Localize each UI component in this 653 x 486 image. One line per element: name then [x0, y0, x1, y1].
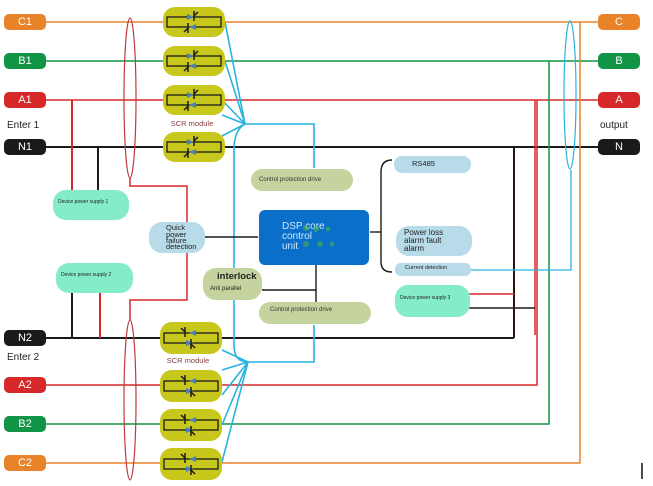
dsp-core-control-unit: DSP core control unit: [259, 210, 369, 265]
terminal-n1-label: N1: [18, 141, 32, 153]
scr-module-b1: [162, 45, 226, 77]
power-loss-alarm-fault-alarm: Power loss alarm fault alarm: [396, 226, 472, 256]
output-label: output: [600, 120, 628, 131]
terminal-b-out: [598, 53, 640, 69]
interlock-subtitle: Anti parallel: [210, 286, 241, 292]
qpfd-line-1: Quick: [166, 223, 185, 232]
terminal-a1: [4, 92, 46, 108]
terminal-b1: [4, 53, 46, 69]
scr-modules-input-2: SCR module: [159, 321, 223, 481]
terminal-c-out: [598, 14, 640, 30]
terminal-a2-label: A2: [18, 379, 31, 391]
quick-failure-sense-wire-top: [129, 178, 188, 222]
input1-current-sensor: [123, 17, 137, 179]
interlock-anti-parallel: interlock Anti parallel: [203, 268, 262, 300]
device-power-supply-1-label: Device power supply 1: [58, 199, 109, 205]
qpfd-line-3: failure: [166, 236, 186, 245]
current-detection-label: Current detection: [405, 265, 447, 271]
terminal-b2-label: B2: [18, 418, 31, 430]
terminal-a-out: [598, 92, 640, 108]
device-power-supply-3: Device power supply 3: [395, 285, 470, 317]
dsp-blur-marks: [303, 225, 335, 247]
device-power-supply-3-label: Device power supply 3: [400, 295, 451, 301]
terminal-c2: [4, 455, 46, 471]
terminal-n-out-label: N: [615, 141, 623, 153]
terminal-b1-label: B1: [18, 55, 31, 67]
terminal-c1-label: C1: [18, 16, 32, 28]
terminal-n1: [4, 139, 46, 155]
input-2-terminals: N2 Enter 2 A2 B2 C2: [4, 330, 46, 471]
terminal-c-out-label: C: [615, 16, 623, 28]
input-1-label: Enter 1: [7, 120, 40, 131]
terminal-c2-label: C2: [18, 457, 32, 469]
scr-module-a1: [162, 84, 226, 116]
rs485-label: RS485: [412, 159, 435, 168]
quick-failure-sense-wire-bottom: [129, 250, 188, 320]
control-protection-drive-bottom-label: Control protection drive: [270, 307, 333, 313]
terminal-b-out-label: B: [615, 55, 622, 67]
power-loss-line-1: Power loss: [404, 228, 443, 237]
scr-module-c2: [159, 447, 223, 481]
scr-module-b2: [159, 408, 223, 442]
device-power-supply-1: Device power supply 1: [53, 190, 129, 220]
terminal-n2: [4, 330, 46, 346]
terminal-b2: [4, 416, 46, 432]
interlock-title: interlock: [217, 271, 257, 282]
qpfd-line-2: power: [166, 230, 187, 239]
dsp-line-3: unit: [282, 241, 298, 252]
terminal-c1: [4, 14, 46, 30]
power-supply-taps: [71, 100, 535, 338]
input-2-label: Enter 2: [7, 352, 40, 363]
control-protection-drive-bottom: Control protection drive: [259, 302, 371, 324]
scr-module-n2: [159, 321, 223, 355]
current-sensors: [123, 17, 577, 481]
control-drive-lines: [221, 21, 315, 463]
dsp-line-2: control: [282, 231, 312, 242]
scr-module-c1: [162, 6, 226, 38]
current-detection-wire: [470, 170, 572, 271]
scr-module-label-1: SCR module: [171, 119, 214, 128]
terminal-a1-label: A1: [18, 94, 31, 106]
power-loss-line-3: alarm: [404, 244, 424, 253]
device-power-supply-2: Device power supply 2: [56, 263, 133, 293]
quick-power-failure-detection: Quick power failure detection: [149, 222, 205, 253]
terminal-n2-label: N2: [18, 332, 32, 344]
scr-module-label-2: SCR module: [167, 356, 210, 365]
scr-modules-input-1: SCR module: [162, 6, 226, 163]
qpfd-line-4: detection: [166, 242, 196, 251]
input-1-terminals: C1 B1 A1 Enter 1 N1: [4, 14, 46, 155]
output-terminals: C B A output N: [598, 14, 640, 155]
rs485: RS485: [394, 156, 471, 173]
control-protection-drive-top: Control protection drive: [251, 169, 353, 191]
terminal-a-out-label: A: [615, 94, 623, 106]
device-power-supply-2-label: Device power supply 2: [61, 272, 112, 278]
wires-input-1: [46, 21, 600, 148]
terminal-a2: [4, 377, 46, 393]
scr-module-n1: [162, 131, 226, 163]
wire-c2: [46, 22, 581, 464]
signal-lines: [205, 159, 393, 302]
current-detection: Current detection: [395, 263, 471, 276]
power-loss-line-2: alarm fault: [404, 236, 442, 245]
output-current-sensor: [563, 20, 577, 170]
input2-current-sensor: [123, 319, 137, 481]
scr-module-a2: [159, 369, 223, 403]
terminal-n-out: [598, 139, 640, 155]
control-protection-drive-top-label: Control protection drive: [259, 177, 322, 183]
